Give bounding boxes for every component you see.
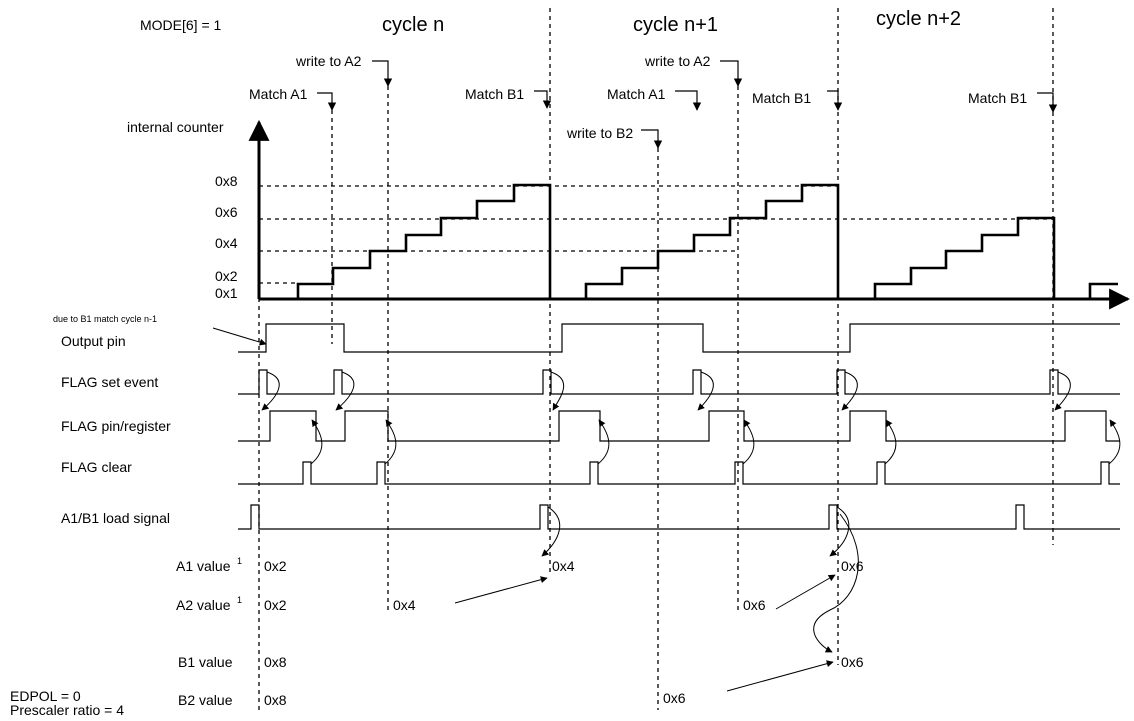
- a2-value-1: 0x4: [393, 597, 416, 613]
- load-signal-wave: [238, 504, 1120, 530]
- flag-pin-wave: [238, 410, 1120, 442]
- event-label: Match B1: [968, 90, 1027, 106]
- a1-footnote: 1: [237, 556, 242, 566]
- b1-value-1: 0x6: [841, 654, 864, 670]
- reference-lines: [258, 8, 1054, 712]
- flag-pin-label: FLAG pin/register: [61, 418, 171, 434]
- counter-steps-cycle-n1: [584, 183, 840, 299]
- load-signal-label: A1/B1 load signal: [61, 510, 170, 526]
- flag-set-wave: [238, 369, 1120, 395]
- event-match-b1-1: Match B1: [465, 86, 552, 109]
- event-write-b2: write to B2: [566, 125, 663, 149]
- tick-0x2: 0x2: [215, 268, 238, 284]
- tick-0x8: 0x8: [215, 173, 238, 189]
- event-label: write to A2: [644, 53, 711, 69]
- a1-value-label: A1 value: [176, 558, 231, 574]
- event-write-a2-1: write to A2: [295, 53, 393, 87]
- tick-0x6: 0x6: [215, 204, 238, 220]
- b1-value-0: 0x8: [264, 654, 287, 670]
- event-label: Match B1: [752, 90, 811, 106]
- flag-clear-label: FLAG clear: [61, 459, 132, 475]
- a2-value-2: 0x6: [743, 597, 766, 613]
- event-label: Match A1: [607, 86, 666, 102]
- register-values: A1 value 1 A2 value 1 B1 value B2 value …: [176, 556, 864, 708]
- tick-0x1: 0x1: [215, 285, 238, 301]
- b1-match-note: due to B1 match cycle n-1: [53, 314, 157, 324]
- event-match-a1-1: Match A1: [249, 86, 337, 111]
- b2-value-1: 0x6: [663, 690, 686, 706]
- cycle-n2-label: cycle n+2: [876, 8, 961, 30]
- edpol-label: EDPOL = 0: [10, 688, 81, 704]
- event-match-b1-3: Match B1: [968, 90, 1058, 113]
- a2-value-0: 0x2: [264, 597, 287, 613]
- counter-steps-cycle-n: [296, 183, 552, 299]
- flag-clear-wave: [238, 461, 1120, 485]
- a2-footnote: 1: [237, 595, 242, 605]
- a2-value-label: A2 value: [176, 597, 231, 613]
- causality-arrows: [261, 371, 1121, 653]
- cycle-n1-label: cycle n+1: [633, 14, 718, 36]
- event-match-a1-2: Match A1: [607, 86, 702, 111]
- prescaler-label: Prescaler ratio = 4: [10, 702, 124, 718]
- counter-steps-cycle-n2: [873, 216, 1056, 299]
- flag-set-label: FLAG set event: [61, 374, 158, 390]
- mode-label: MODE[6] = 1: [140, 17, 222, 33]
- event-label: write to A2: [295, 53, 362, 69]
- b2-value-0: 0x8: [264, 692, 287, 708]
- event-label: Match A1: [249, 86, 308, 102]
- tick-0x4: 0x4: [215, 235, 238, 251]
- counter-steps-tail: [1088, 282, 1118, 299]
- event-match-b1-2: Match B1: [752, 90, 843, 111]
- event-label: Match B1: [465, 86, 524, 102]
- b1-value-label: B1 value: [178, 654, 233, 670]
- cycle-n-label: cycle n: [382, 14, 444, 36]
- output-pin-wave: [238, 323, 1120, 353]
- output-pin-label: Output pin: [61, 333, 126, 349]
- counter-axis-label: internal counter: [127, 119, 224, 135]
- b2-value-label: B2 value: [178, 692, 233, 708]
- a1-value-0: 0x2: [264, 558, 287, 574]
- a1-value-1: 0x4: [552, 558, 575, 574]
- counter-plot: internal counter 0x8 0x6 0x4 0x2 0x1: [127, 119, 1131, 310]
- a1-value-2: 0x6: [841, 558, 864, 574]
- event-label: write to B2: [566, 125, 633, 141]
- event-write-a2-2: write to A2: [644, 53, 743, 87]
